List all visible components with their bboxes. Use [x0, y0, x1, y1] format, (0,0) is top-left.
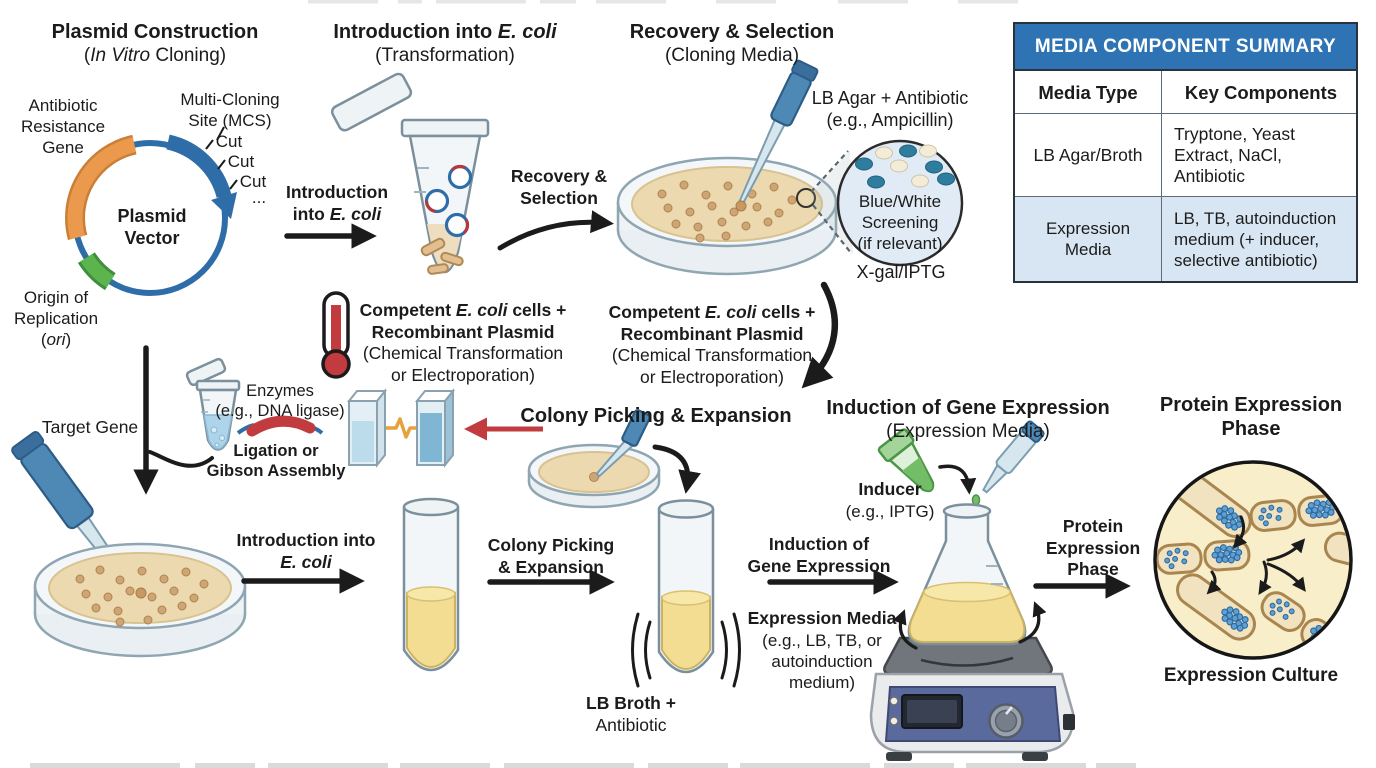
dna-ligation-icon: [236, 415, 324, 437]
colonies: [657, 180, 797, 243]
arrow-label-intro-top: Introduction into E. coli: [285, 182, 389, 224]
label-cut-1: Cut: [215, 132, 243, 151]
cropped-edge-artifacts: [30, 0, 1136, 768]
recovery-arrow: [497, 210, 614, 251]
expansion-tube-icon: [631, 499, 741, 688]
inducer-pipette-icon: [971, 420, 1045, 506]
table-col-media-type: Media Type: [1015, 71, 1162, 113]
label-competent-cells-1: Competent E. coli cells + Recombinant Pl…: [359, 300, 567, 385]
plasmid-map-icon: [65, 126, 238, 296]
expression-culture-icon: [1153, 460, 1353, 660]
division-arrows: [1206, 515, 1306, 596]
antibiotic-resistance-gene-arc: [67, 137, 137, 240]
cloning-plate-icon: [616, 59, 838, 276]
table-cell-components: LB, TB, autoinduction medium (+ inducer,…: [1174, 208, 1337, 270]
title-introduction: Introduction into E. coli (Transformatio…: [333, 21, 557, 66]
label-lb-agar: LB Agar + Antibiotic(e.g., Ampicillin): [811, 88, 969, 130]
arrow-label-recovery: Recovery &Selection: [510, 166, 608, 208]
electroporation-cuvettes-icon: [346, 388, 543, 468]
table-cell-media-type: Expression Media: [1015, 197, 1162, 281]
magnifier-callout-icon: [810, 139, 964, 267]
arrow-label-intro-bottom: Introduction into E. coli: [236, 530, 376, 572]
label-lb-broth: LB Broth +Antibiotic: [586, 693, 676, 735]
plasmid-particles: [424, 164, 473, 238]
plate-pipette-icon: [735, 59, 819, 212]
label-cut-ellipsis: ...: [251, 188, 267, 207]
label-enzymes: Enzymes(e.g., DNA ligase): [215, 382, 345, 420]
label-cut-2: Cut: [227, 152, 255, 171]
shake-marks: [631, 612, 741, 688]
table-cell-media-type: LB Agar/Broth: [1015, 114, 1162, 196]
title-colony-picking: Colony Picking & Expansion: [520, 405, 792, 427]
thermometer-icon: [321, 291, 351, 379]
culture-tube-icon: [402, 497, 460, 672]
origin-of-replication-arc: [80, 253, 115, 288]
title-recovery-selection: Recovery & Selection (Cloning Media): [629, 21, 835, 66]
mcs-arc: [166, 134, 232, 199]
label-target-gene: Target Gene: [41, 417, 139, 437]
title-induction-gene-expression: Induction of Gene Expression (Expression…: [826, 397, 1110, 442]
picking-plate-icon: [527, 409, 701, 509]
transformation-tube-icon: [330, 72, 490, 275]
ligation-tube-icon: [185, 357, 241, 451]
title-plasmid-construction: Plasmid Construction (In Vitro Cloning): [51, 21, 259, 66]
stirrer-body: [869, 601, 1075, 761]
table-cell-components: Tryptone, Yeast Extract, NaCl, Antibioti…: [1174, 123, 1295, 186]
colonies: [75, 565, 209, 627]
table-col-key-components: Key Components: [1184, 81, 1338, 103]
label-competent-cells-2: Competent E. coli cells + Recombinant Pl…: [608, 302, 816, 387]
competent-curved-arrow: [801, 281, 839, 389]
table-row: LB Agar/Broth Tryptone, Yeast Extract, N…: [1015, 114, 1356, 197]
label-expression-media: Expression Media (e.g., LB, TB, or autoi…: [747, 608, 897, 692]
label-expression-culture: Expression Culture: [1163, 665, 1339, 686]
bottom-plate-icon: [33, 542, 247, 658]
media-summary-table: MEDIA COMPONENT SUMMARY Media Type Key C…: [1013, 22, 1358, 283]
target-gene-arrow: [133, 345, 214, 495]
label-inducer: Inducer (e.g., IPTG): [845, 479, 935, 521]
magnifier-source-circle: [796, 188, 816, 208]
blue-white-colonies: [855, 144, 955, 189]
inducer-tube-icon: [877, 428, 977, 495]
arrow-label-colony-picking: Colony Picking& Expansion: [487, 535, 615, 577]
label-cut-3: Cut: [239, 172, 267, 191]
spark-icon: [386, 417, 416, 439]
stir-plate-icon: [883, 636, 1053, 676]
table-title: MEDIA COMPONENT SUMMARY: [1015, 24, 1356, 71]
erlenmeyer-flask-icon: [907, 503, 1027, 646]
table-header-row: Media Type Key Components: [1015, 71, 1356, 114]
table-row: Expression Media LB, TB, autoinduction m…: [1015, 197, 1356, 281]
label-xgal-iptg: X-gal/IPTG: [856, 262, 946, 282]
